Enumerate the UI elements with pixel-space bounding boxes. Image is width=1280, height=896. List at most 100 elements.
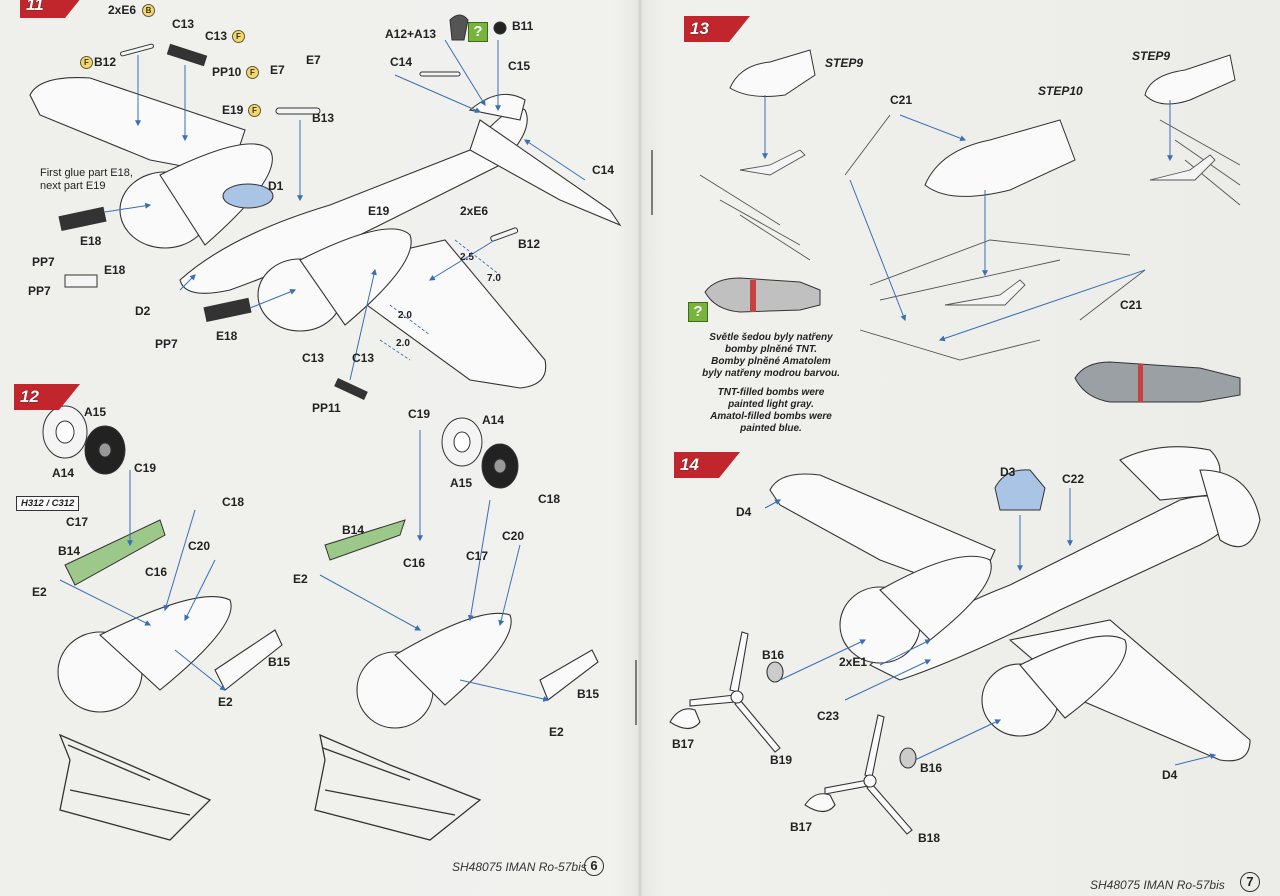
part-label-d3: D3	[1000, 465, 1016, 479]
sprue-callout-b: B	[142, 4, 155, 17]
part-label-b11: B11	[512, 19, 534, 33]
note-line: byly natřeny modrou barvou.	[702, 368, 840, 379]
part-label-c19: C19	[408, 407, 431, 421]
hint-question-icon: ?	[468, 22, 488, 42]
step11-dimension-lines	[379, 239, 501, 361]
step12-leaders	[59, 430, 550, 702]
part-label-c18: C18	[222, 495, 245, 509]
step13-leaders	[762, 95, 1173, 342]
step11-leaders	[104, 39, 586, 381]
step-reference: STEP9	[1132, 49, 1171, 63]
part-label-e2: E2	[32, 585, 47, 599]
part-label-c13: C13	[205, 29, 228, 43]
step-number: 12	[20, 387, 39, 406]
note-line: painted light gray.	[728, 399, 814, 410]
step-badge-14: 14	[674, 452, 740, 478]
part-label-b16: B16	[920, 761, 943, 775]
part-label-c20: C20	[502, 529, 525, 543]
part-label-b16: B16	[762, 648, 785, 662]
part-label-e2: E2	[549, 725, 564, 739]
note-line: painted blue.	[740, 423, 802, 434]
part-label-e7: E7	[270, 63, 285, 77]
step-badge-11: 11	[20, 0, 86, 18]
note-line: bomby plněné TNT.	[724, 344, 818, 355]
part-label-c17: C17	[66, 515, 89, 529]
part-label-pp7: PP7	[28, 284, 51, 298]
note-line: Amatol-filled bombs were	[710, 411, 832, 422]
page-number-left: 6	[584, 856, 604, 876]
sprue-callout-f: F	[248, 104, 261, 117]
part-label-e7: E7	[306, 53, 321, 67]
part-label-e19: E19	[222, 103, 244, 117]
part-label-e2: E2	[218, 695, 233, 709]
step13-wing-lines	[699, 114, 1241, 361]
step14-leaders	[764, 488, 1217, 766]
step-badge-12: 12	[14, 384, 80, 410]
part-label-c15: C15	[508, 59, 531, 73]
part-label-a15: A15	[84, 405, 107, 419]
part-label-c16: C16	[145, 565, 168, 579]
part-label-c13: C13	[352, 351, 375, 365]
part-label-c13: C13	[302, 351, 325, 365]
part-label-a14: A14	[482, 413, 505, 427]
part-label-d1: D1	[268, 179, 284, 193]
step12-wheels	[42, 405, 519, 489]
part-label-2xe6: 2xE6	[108, 3, 137, 17]
dimension-label: 2.0	[398, 310, 412, 321]
sprue-callout-f: F	[246, 66, 259, 79]
part-label-pp7: PP7	[32, 255, 55, 269]
bomb-color-note-english: TNT-filled bombs were painted light gray…	[688, 387, 854, 435]
part-label-c23: C23	[817, 709, 840, 723]
part-label-c14: C14	[390, 55, 413, 69]
step-badge-13: 13	[684, 16, 750, 42]
part-label-d4: D4	[1162, 768, 1178, 782]
part-label-b12: B12	[518, 237, 541, 251]
step14-aircraft	[769, 446, 1261, 762]
step-reference: STEP9	[825, 56, 864, 70]
step14-props	[669, 631, 917, 835]
part-label-d4: D4	[736, 505, 752, 519]
part-label-pp7: PP7	[155, 337, 178, 351]
step-number: 11	[26, 0, 44, 14]
part-label-b19: B19	[770, 753, 793, 767]
part-label-d2: D2	[135, 304, 151, 318]
step11-small-parts	[58, 14, 519, 401]
part-label-c20: C20	[188, 539, 211, 553]
footer-title-right: SH48075 IMAN Ro-57bis	[1090, 878, 1225, 892]
bomb-color-note-czech: Světle šedou byly natřeny bomby plněné T…	[688, 332, 854, 380]
part-label-e19: E19	[368, 204, 390, 218]
part-label-pp11: PP11	[312, 401, 341, 415]
note-line: First glue part E18,	[40, 167, 133, 179]
part-label-b18: B18	[918, 831, 941, 845]
part-label-c14: C14	[592, 163, 615, 177]
dimension-label: 2.5	[460, 252, 474, 263]
part-label-2xe1: 2xE1	[839, 655, 868, 669]
step-reference: STEP10	[1038, 84, 1083, 98]
part-label-c21: C21	[890, 93, 913, 107]
canopy-d1	[222, 183, 274, 209]
hint-question-icon: ?	[688, 302, 708, 322]
step12-nacelles	[57, 596, 599, 729]
part-label-e2: E2	[293, 572, 308, 586]
part-label-2xe6: 2xE6	[460, 204, 489, 218]
note-line: Bomby plněné Amatolem	[711, 356, 831, 367]
step12-doors	[64, 519, 406, 586]
step13-bomb-color-samples	[704, 277, 1241, 403]
part-label-c21: C21	[1120, 298, 1143, 312]
part-label-c13: C13	[172, 17, 195, 31]
part-label-c16: C16	[403, 556, 426, 570]
part-label-b13: B13	[312, 111, 335, 125]
note-line: next part E19	[40, 180, 106, 192]
page-number-right: 7	[1240, 872, 1260, 892]
part-label-pp10: PP10	[212, 65, 242, 79]
part-label-b12: B12	[94, 55, 117, 69]
note-line: TNT-filled bombs were	[717, 387, 825, 398]
dimension-label: 2.0	[396, 338, 410, 349]
footer-title-left: SH48075 IMAN Ro-57bis	[452, 860, 587, 874]
part-label-b14: B14	[58, 544, 81, 558]
step14-canopy	[994, 469, 1046, 511]
step13-bombs	[729, 49, 1236, 197]
part-label-b17: B17	[790, 820, 813, 834]
